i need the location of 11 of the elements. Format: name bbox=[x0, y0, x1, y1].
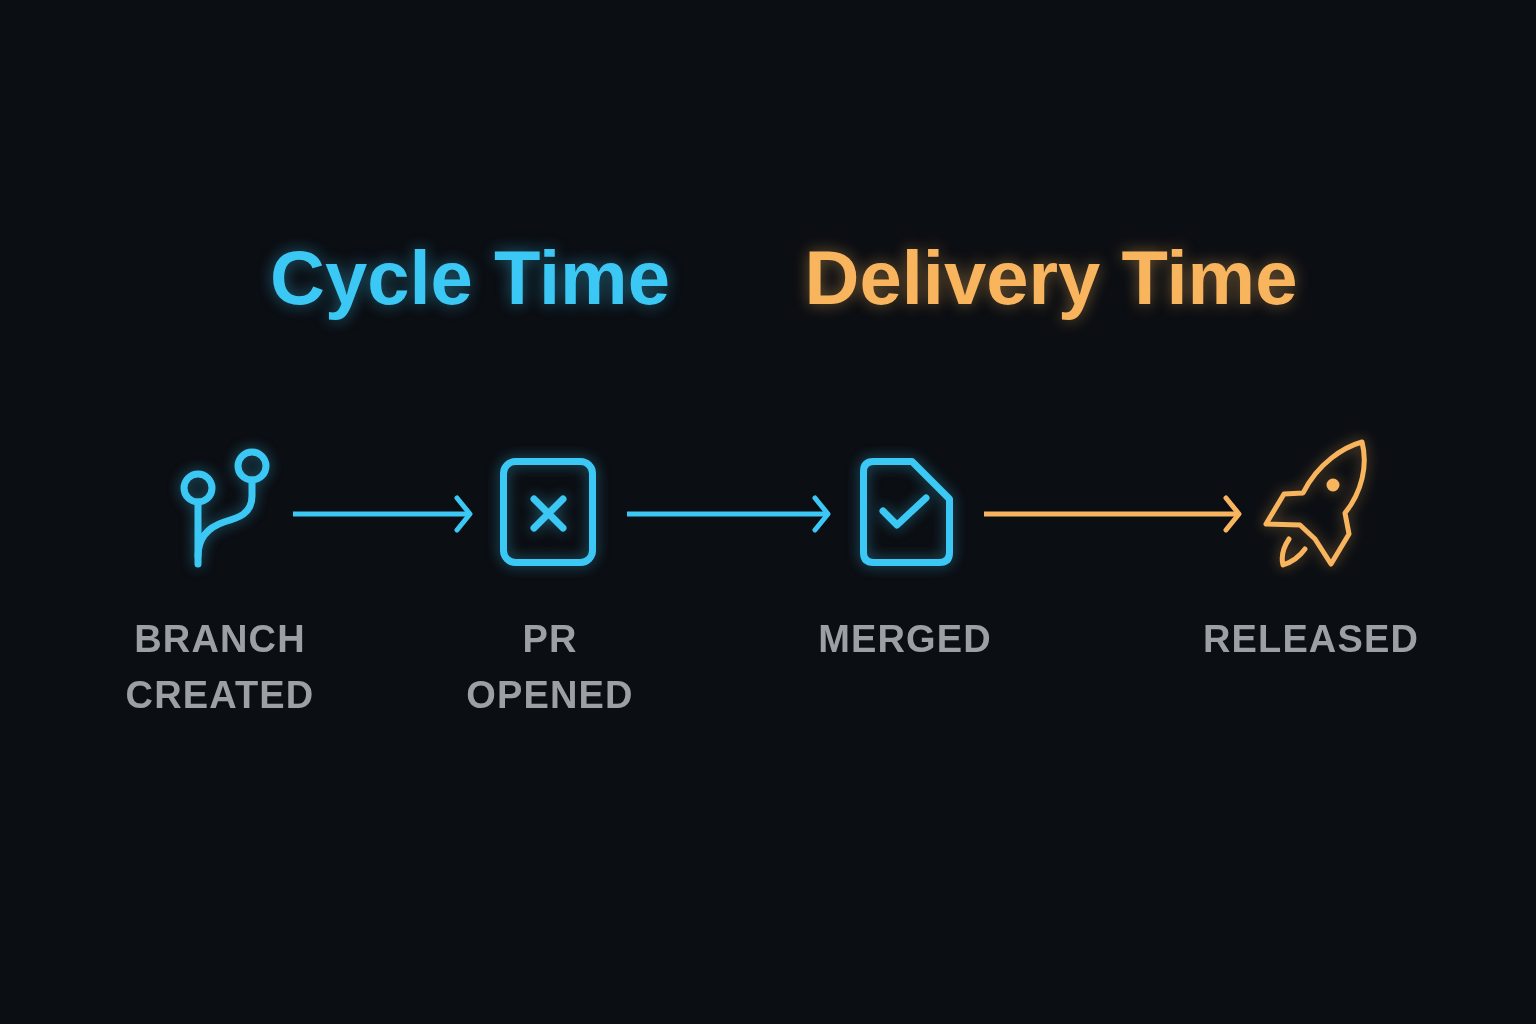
file-check-icon bbox=[860, 458, 953, 566]
step-label: MERGED bbox=[817, 617, 993, 662]
arrow bbox=[984, 495, 1242, 533]
arrow bbox=[293, 495, 473, 533]
step-label: PR OPENED bbox=[465, 617, 635, 718]
step-label: RELEASED bbox=[1201, 617, 1420, 662]
step-label: BRANCH CREATED bbox=[124, 617, 316, 718]
x-square-icon bbox=[500, 458, 596, 566]
rocket-icon bbox=[1261, 438, 1368, 569]
arrow bbox=[627, 495, 831, 533]
git-branch-icon bbox=[180, 447, 271, 568]
